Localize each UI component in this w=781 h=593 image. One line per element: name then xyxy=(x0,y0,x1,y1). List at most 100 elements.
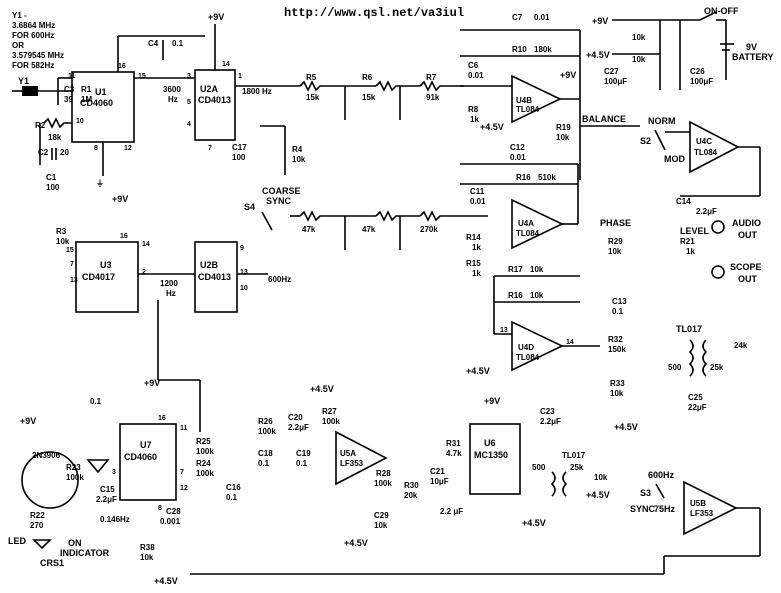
crystal-note-line: Y1 - xyxy=(12,11,27,20)
r16-top-label: R16 xyxy=(516,173,531,182)
svg-text:25k: 25k xyxy=(710,363,724,372)
freq-0146-label: 0.146Hz xyxy=(100,515,130,524)
led-on-label: ON xyxy=(68,538,82,548)
r32-label: R32 xyxy=(608,335,623,344)
svg-text:0.01: 0.01 xyxy=(534,13,550,22)
crystal-icon xyxy=(22,86,38,96)
svg-text:14: 14 xyxy=(222,61,230,68)
svg-text:+9V: +9V xyxy=(592,16,608,26)
ic-u1 xyxy=(71,71,135,143)
r1-label: R1 xyxy=(81,85,92,94)
r28-label: R28 xyxy=(376,469,391,478)
r26-label: R26 xyxy=(258,417,273,426)
r16-bottom-label: R16 xyxy=(508,291,523,300)
c17-label: C17 xyxy=(232,143,247,152)
freq-1800-label: 1800 Hz xyxy=(242,87,272,96)
c23-label: C23 xyxy=(540,407,555,416)
svg-text:+4.5V: +4.5V xyxy=(310,384,334,394)
r8-label: R8 xyxy=(468,105,479,114)
svg-text:10k: 10k xyxy=(632,55,646,64)
r5-label: R5 xyxy=(306,73,317,82)
r30-label: R30 xyxy=(404,481,419,490)
divider-section: U2A CD4013 35 414 17 +9V 3600 Hz 1800 Hz… xyxy=(134,12,306,175)
r25-label: R25 xyxy=(196,437,211,446)
svg-text:1k: 1k xyxy=(686,247,695,256)
svg-text:INDICATOR: INDICATOR xyxy=(60,548,110,558)
ic-u2b xyxy=(194,241,238,313)
svg-text:500: 500 xyxy=(668,363,682,372)
transformer-top-label: TL017 xyxy=(676,324,702,334)
svg-text:3: 3 xyxy=(187,73,191,80)
r21-label: R21 xyxy=(680,237,695,246)
scope-out-jack[interactable] xyxy=(711,265,725,279)
coarse-sync-switch[interactable] xyxy=(261,211,273,231)
svg-text:1k: 1k xyxy=(470,115,479,124)
c20-label: C20 xyxy=(288,413,303,422)
svg-text:+4.5V: +4.5V xyxy=(480,122,504,132)
ic-u3 xyxy=(75,241,139,313)
r29-label: R29 xyxy=(608,237,623,246)
svg-text:10k: 10k xyxy=(56,237,70,246)
r7-label: R7 xyxy=(426,73,437,82)
ic-u4d-part: TL084 xyxy=(516,353,540,362)
battery-voltage: 9V xyxy=(746,42,757,52)
svg-text:100μF: 100μF xyxy=(604,77,627,86)
power-supply: +9V +4.5V ON-OFF 9V BATTERY 10k 10k C27 … xyxy=(586,6,774,90)
svg-text:+4.5V: +4.5V xyxy=(586,490,610,500)
c13-label: C13 xyxy=(612,297,627,306)
svg-text:10k: 10k xyxy=(530,291,544,300)
diode-icon xyxy=(86,459,110,474)
svg-text:+4.5V: +4.5V xyxy=(344,538,368,548)
ic-u2a xyxy=(194,69,236,141)
svg-text:2.2μF: 2.2μF xyxy=(288,423,309,432)
svg-text:10k: 10k xyxy=(530,265,544,274)
svg-text:8: 8 xyxy=(94,145,98,152)
ic-u4b xyxy=(511,74,562,124)
svg-text:100: 100 xyxy=(232,153,246,162)
svg-text:47k: 47k xyxy=(362,225,376,234)
svg-text:20k: 20k xyxy=(404,491,418,500)
c15-label: C15 xyxy=(100,485,115,494)
c1-label: C1 xyxy=(46,173,57,182)
r6-label: R6 xyxy=(362,73,373,82)
svg-text:1M: 1M xyxy=(81,95,92,104)
c3-label: C3 xyxy=(64,85,75,94)
norm-mod-switch[interactable] xyxy=(654,129,666,151)
crystal-note: Y1 - 3.6864 MHz FOR 600Hz OR 3.579545 MH… xyxy=(12,11,64,70)
ic-u6 xyxy=(469,423,521,495)
svg-text:10k: 10k xyxy=(594,473,608,482)
svg-text:510k: 510k xyxy=(538,173,556,182)
ic-u7-name: U7 xyxy=(140,440,152,450)
svg-text:0.01: 0.01 xyxy=(468,71,484,80)
lowpass-filter-top: R5 15k R6 15k R7 91k C6 0.01 R8 1k xyxy=(299,61,484,124)
svg-text:16: 16 xyxy=(158,415,166,422)
svg-text:9: 9 xyxy=(240,245,244,252)
transformer-coil-icon xyxy=(688,339,694,377)
ic-u1-part: CD4060 xyxy=(80,98,113,108)
r3-label: R3 xyxy=(56,227,67,236)
svg-text:20: 20 xyxy=(60,148,69,157)
r19-label: R19 xyxy=(556,123,571,132)
svg-text:0.01: 0.01 xyxy=(470,197,486,206)
sync-select-switch[interactable] xyxy=(655,483,665,499)
mod-label: MOD xyxy=(664,154,685,164)
svg-text:+9V: +9V xyxy=(144,378,160,388)
crystal-note-line: 3.6864 MHz xyxy=(12,21,55,30)
audio-out-jack[interactable] xyxy=(711,220,725,234)
balance-label: BALANCE xyxy=(582,114,626,124)
ic-u4b-name: U4B xyxy=(516,96,532,105)
svg-text:+9V: +9V xyxy=(20,416,36,426)
svg-text:25k: 25k xyxy=(570,463,584,472)
svg-text:0.1: 0.1 xyxy=(258,459,270,468)
svg-text:10k: 10k xyxy=(374,521,388,530)
power-switch[interactable] xyxy=(699,11,717,21)
svg-text:15k: 15k xyxy=(362,93,376,102)
c25-label: C25 xyxy=(688,393,703,402)
svg-text:+4.5V: +4.5V xyxy=(466,366,490,376)
svg-text:0.1: 0.1 xyxy=(296,459,308,468)
ic-u4d xyxy=(511,320,564,372)
r27-label: R27 xyxy=(322,407,337,416)
c12-label: C12 xyxy=(510,143,525,152)
